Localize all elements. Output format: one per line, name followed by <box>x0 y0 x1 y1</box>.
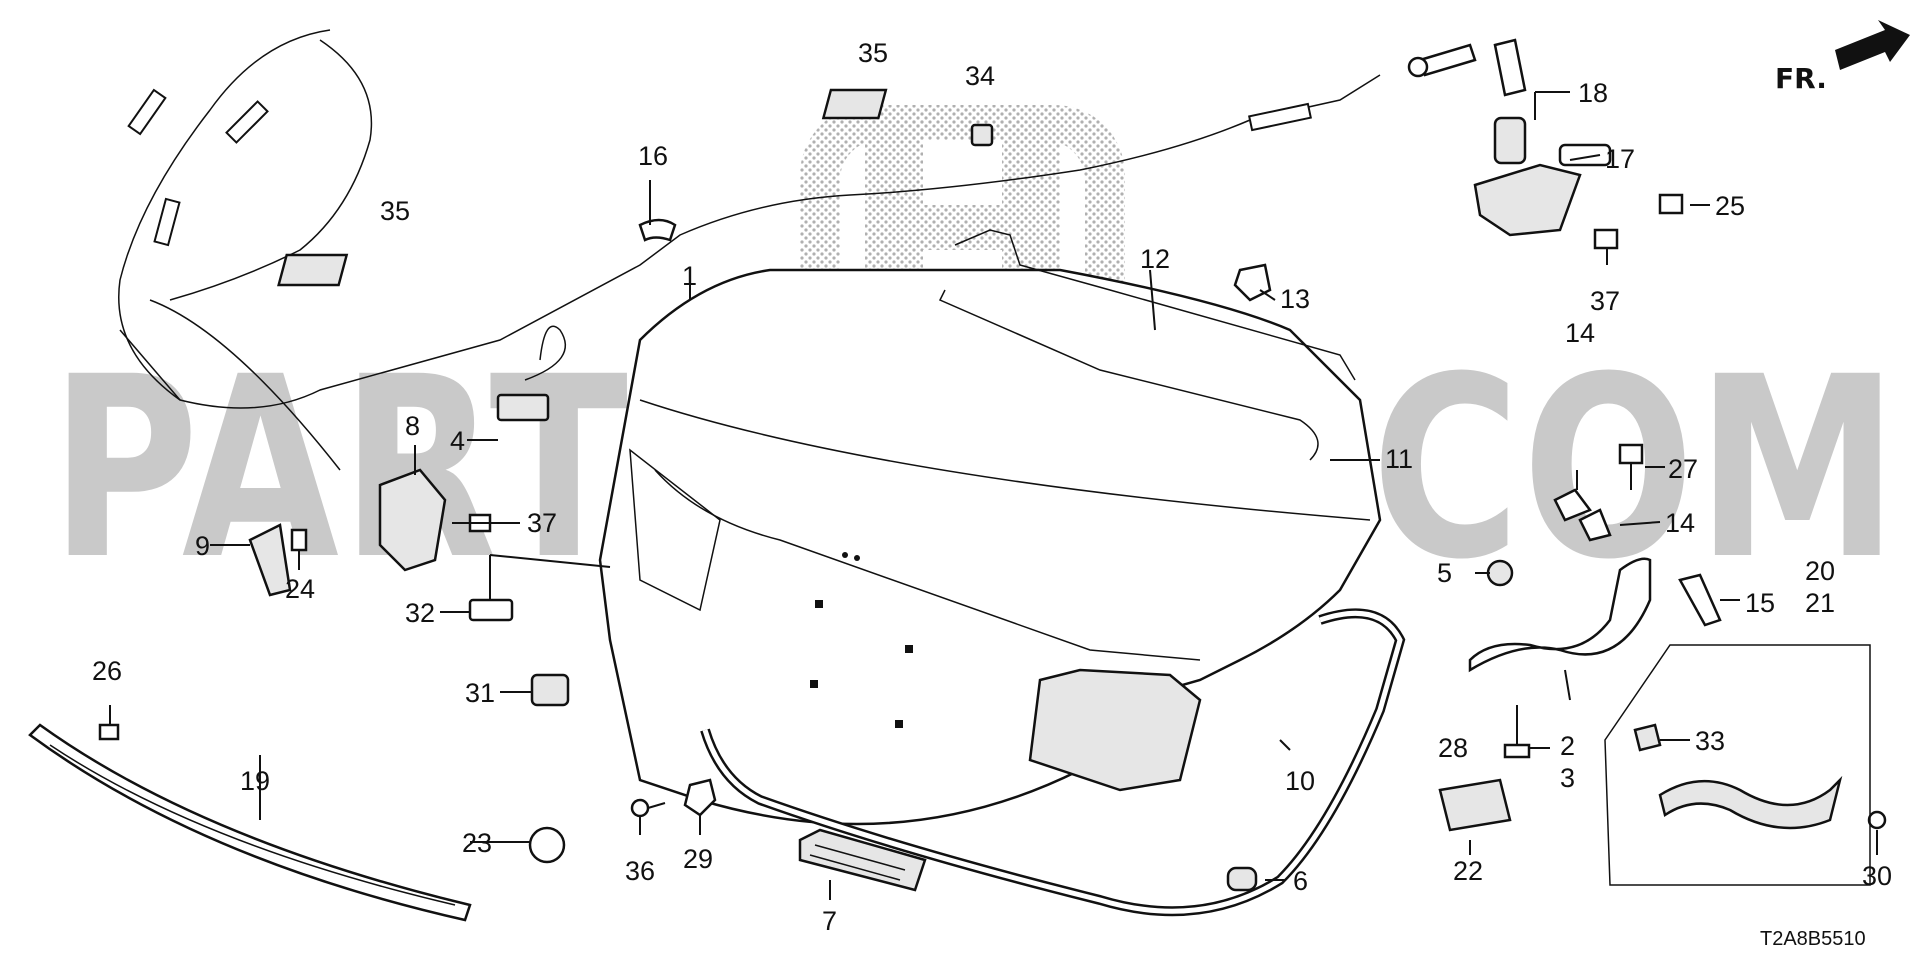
callout-17: 17 <box>1605 144 1635 174</box>
trunk-hinge <box>1468 557 1652 673</box>
license-light <box>798 828 927 892</box>
callout-35-top: 35 <box>858 38 888 68</box>
diagram-code: T2A8B5510 <box>1760 928 1866 950</box>
callout-26: 26 <box>92 656 122 686</box>
callout-23: 23 <box>462 828 492 858</box>
callout-30: 30 <box>1862 861 1892 891</box>
callout-6: 6 <box>1293 866 1308 896</box>
trunk-garnish-strip <box>28 723 472 922</box>
callout-13: 13 <box>1280 284 1310 314</box>
callout-12: 12 <box>1140 244 1170 274</box>
callout-11: 11 <box>1385 444 1413 474</box>
callout-18: 18 <box>1578 78 1608 108</box>
callout-35-left: 35 <box>380 196 410 226</box>
clip-34 <box>970 123 994 147</box>
callout-7: 7 <box>822 906 837 936</box>
callout-33: 33 <box>1695 726 1725 756</box>
hinge-cover-group <box>1604 644 1871 886</box>
callout-32: 32 <box>405 598 435 628</box>
callout-2: 2 <box>1560 731 1575 761</box>
callout-21: 21 <box>1805 588 1835 618</box>
weatherstrip <box>700 608 1406 917</box>
callout-14-top: 14 <box>1565 318 1595 348</box>
callout-19: 19 <box>240 766 270 796</box>
fasteners <box>98 193 1887 892</box>
callout-4: 4 <box>450 426 465 456</box>
callout-5: 5 <box>1437 558 1452 588</box>
callout-27: 27 <box>1668 454 1698 484</box>
bracket-13 <box>1233 263 1272 302</box>
callout-36: 36 <box>625 856 655 886</box>
callout-14-bottom: 14 <box>1665 508 1695 538</box>
callout-22: 22 <box>1453 856 1483 886</box>
callout-labels: 1 16 35 35 34 12 13 11 4 8 37 9 24 32 31… <box>92 38 1892 936</box>
callout-37-right: 37 <box>1590 286 1620 316</box>
callout-10: 10 <box>1285 766 1315 796</box>
callout-29: 29 <box>683 844 713 874</box>
callout-8: 8 <box>405 411 420 441</box>
callout-31: 31 <box>465 678 495 708</box>
callout-34: 34 <box>965 61 995 91</box>
lock-cylinder-keys <box>1407 38 1612 237</box>
pad-35-top <box>821 88 888 120</box>
torsion-bars <box>938 229 1356 461</box>
callout-16: 16 <box>638 141 668 171</box>
leader-lines <box>109 91 1878 900</box>
trunk-release-cable <box>118 29 1381 471</box>
callout-37-left: 37 <box>527 508 557 538</box>
callout-3: 3 <box>1560 763 1575 793</box>
callout-28: 28 <box>1438 733 1468 763</box>
callout-9: 9 <box>195 531 210 561</box>
callout-20: 20 <box>1805 556 1835 586</box>
callout-24: 24 <box>285 574 315 604</box>
callout-15: 15 <box>1745 588 1775 618</box>
direction-label: FR. <box>1775 62 1827 95</box>
callout-25: 25 <box>1715 191 1745 221</box>
pad-35-left <box>277 253 349 287</box>
trunk-lid <box>598 268 1382 826</box>
front-direction-arrow: FR. <box>1775 20 1910 95</box>
callout-1: 1 <box>682 261 697 291</box>
